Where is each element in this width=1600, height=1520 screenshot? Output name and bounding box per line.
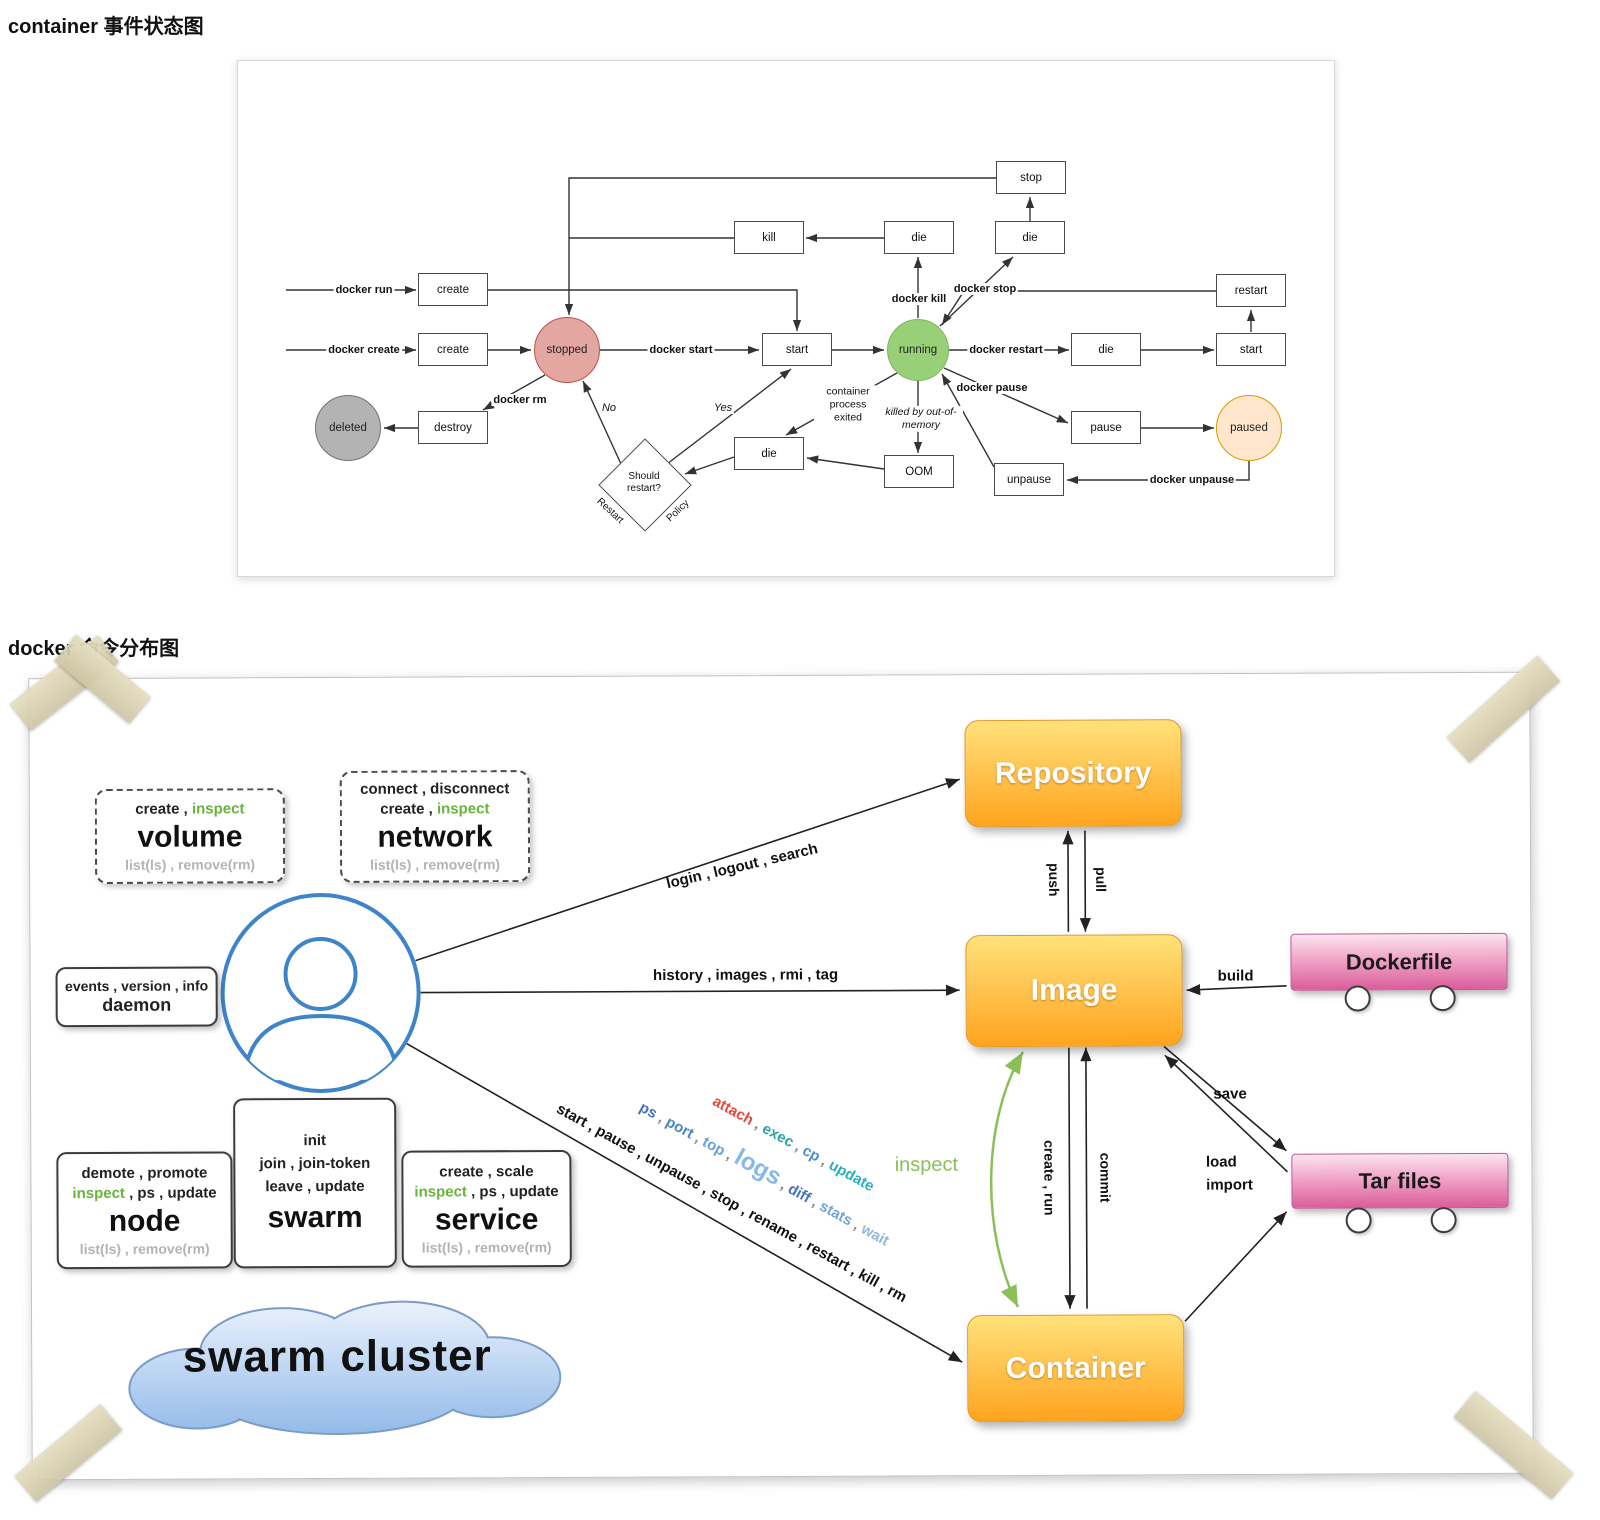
command-map-poster: create , inspect volume list(ls) , remov…: [28, 671, 1534, 1481]
group-node-name: node: [108, 1204, 181, 1238]
group-service-name: service: [434, 1202, 539, 1237]
label-no: No: [599, 402, 619, 414]
entity-tarfiles: Tar files: [1291, 1152, 1509, 1209]
swarm-cluster-cloud: swarm cluster: [102, 1289, 573, 1441]
user-icon: [215, 888, 426, 1099]
state-stopped-circle: stopped: [534, 317, 600, 383]
group-swarm-name: swarm: [267, 1200, 363, 1235]
group-daemon: events , version , info daemon: [55, 966, 218, 1028]
swarm-cluster-label: swarm cluster: [182, 1331, 492, 1382]
state-arrows-layer: [286, 177, 1256, 485]
command-arrows-layer: [406, 778, 1288, 1363]
state-node-start-restart: start: [1216, 333, 1286, 366]
label-docker-run: docker run: [333, 284, 395, 296]
state-node-die-exit: die: [734, 437, 804, 470]
group-network-name: network: [377, 820, 493, 854]
state-node-die-stop: die: [995, 221, 1065, 254]
label-oom-killed: killed by out-of-memory: [879, 405, 963, 433]
group-swarm: init join , join-token leave , update sw…: [233, 1097, 397, 1269]
command-arrows: [406, 778, 1288, 1363]
entity-image: Image: [965, 934, 1183, 1048]
label-inspect: inspect: [894, 1153, 959, 1177]
label-build: build: [1217, 967, 1254, 985]
group-service: create , scale inspect , ps , update ser…: [401, 1149, 572, 1268]
state-deleted-circle: deleted: [315, 395, 381, 461]
dockerfile-wheel-icon: [1429, 985, 1456, 1012]
state-node-kill: kill: [734, 221, 804, 254]
label-save: save: [1213, 1085, 1247, 1103]
state-diagram-panel: stop kill die die create restart create …: [237, 60, 1335, 577]
state-node-unpause: unpause: [994, 463, 1064, 496]
state-node-create: create: [418, 333, 488, 366]
tarfiles-wheel-icon: [1345, 1207, 1372, 1234]
label-docker-rm: docker rm: [491, 394, 549, 406]
state-node-pause: pause: [1071, 411, 1141, 444]
inspect-curve: [989, 1051, 1024, 1308]
group-volume-name: volume: [137, 819, 243, 854]
state-node-restart: restart: [1216, 274, 1286, 307]
group-volume: create , inspect volume list(ls) , remov…: [94, 788, 286, 884]
state-node-start: start: [762, 333, 832, 366]
state-running-circle: running: [887, 319, 949, 381]
restart-decision-label: Should restart?: [627, 471, 661, 494]
label-pull: pull: [1093, 867, 1110, 893]
state-node-die-restart: die: [1071, 333, 1141, 366]
state-paused-circle: paused: [1216, 395, 1282, 461]
entity-repository: Repository: [964, 719, 1182, 828]
label-yes: Yes: [711, 402, 735, 414]
label-docker-kill: docker kill: [889, 293, 949, 305]
label-create-run: create , run: [1041, 1140, 1058, 1216]
label-load: load: [1205, 1153, 1237, 1171]
label-docker-create: docker create: [326, 344, 402, 356]
dockerfile-wheel-icon: [1344, 985, 1371, 1012]
entity-dockerfile: Dockerfile: [1290, 932, 1508, 991]
label-push: push: [1046, 863, 1063, 897]
label-process-exited: container process exited: [814, 385, 882, 425]
state-node-destroy: destroy: [418, 411, 488, 444]
entity-container: Container: [967, 1314, 1185, 1423]
group-network: connect , disconnect create , inspect ne…: [339, 770, 531, 883]
label-commit: commit: [1097, 1152, 1114, 1203]
label-docker-unpause: docker unpause: [1147, 474, 1237, 486]
label-import: import: [1206, 1176, 1253, 1194]
group-node: demote , promote inspect , ps , update n…: [56, 1151, 233, 1270]
state-node-oom: OOM: [884, 455, 954, 488]
section1-title: container 事件状态图: [8, 16, 204, 38]
tarfiles-wheel-icon: [1430, 1207, 1457, 1234]
label-docker-start: docker start: [647, 344, 715, 356]
state-node-stop: stop: [996, 161, 1066, 194]
label-docker-pause: docker pause: [954, 382, 1030, 394]
state-node-create-run: create: [418, 273, 488, 306]
label-image-commands: history , images , rmi , tag: [652, 966, 839, 985]
label-docker-restart: docker restart: [967, 344, 1045, 356]
group-daemon-name: daemon: [102, 994, 172, 1015]
label-docker-stop: docker stop: [951, 283, 1019, 295]
state-node-die-kill: die: [884, 221, 954, 254]
